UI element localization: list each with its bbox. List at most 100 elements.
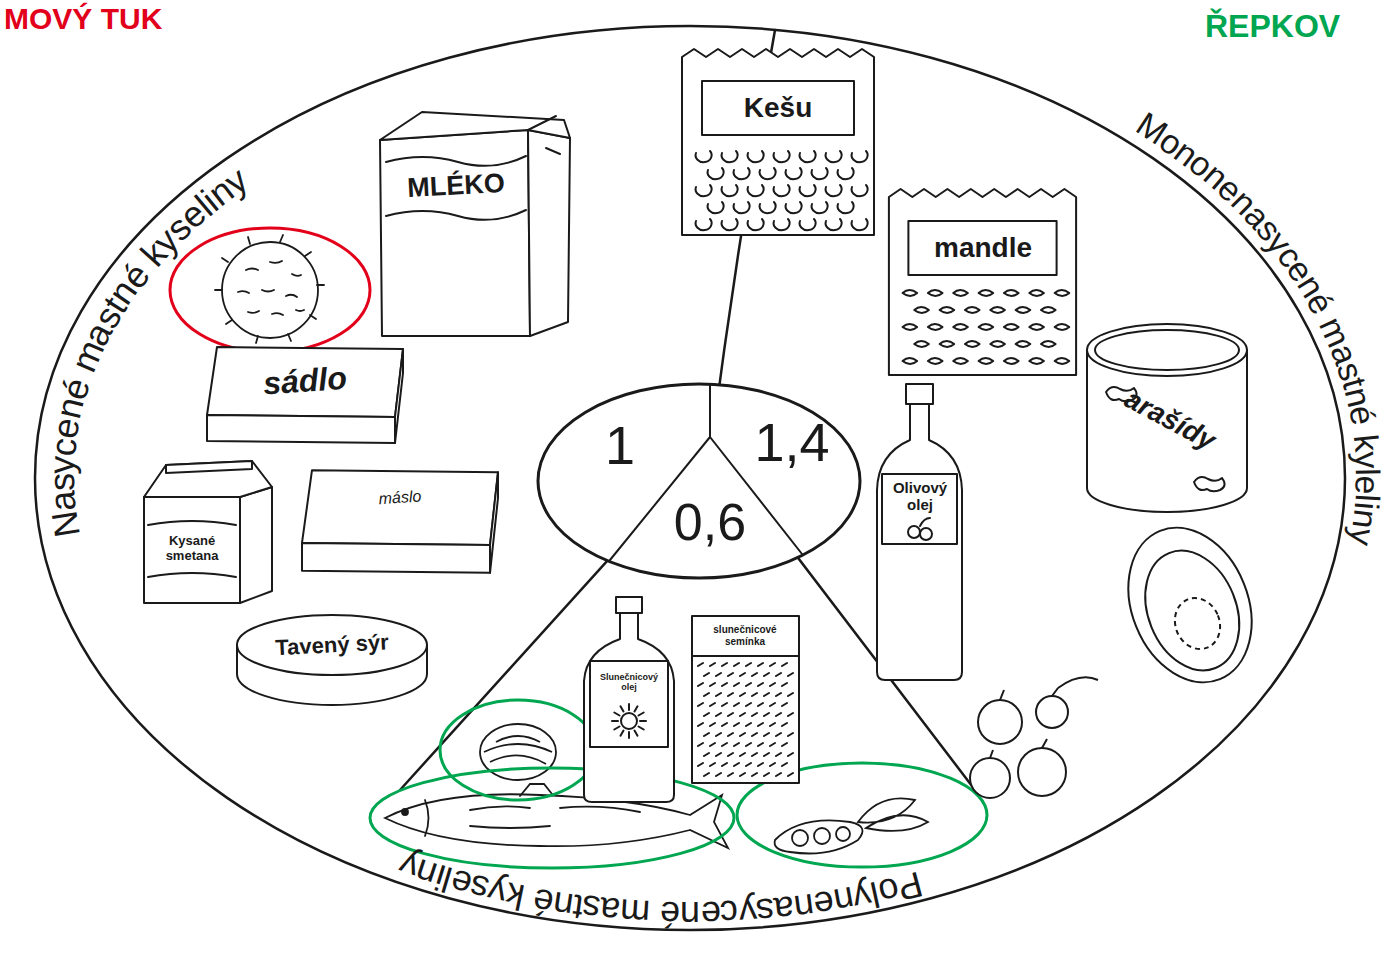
label-glyph: a <box>772 890 796 928</box>
package-label: Olivový olej <box>881 479 959 514</box>
cashew-bag-outline <box>678 45 878 240</box>
shape-line <box>908 221 1056 275</box>
shape-line <box>734 168 750 179</box>
soy-bean <box>814 828 830 844</box>
shape-line <box>692 655 799 657</box>
text-slot: 0,6 <box>674 496 746 548</box>
shape-line <box>953 324 968 330</box>
label-glyph: l <box>1351 468 1385 476</box>
shape-line <box>1055 358 1070 364</box>
almond-bag: mandle <box>885 185 1080 380</box>
shape-line <box>612 704 646 738</box>
olive-oil-bottle-drawing <box>877 384 962 680</box>
avocado-pit <box>1167 591 1227 656</box>
shape-line <box>748 185 764 196</box>
shape-line <box>584 613 674 802</box>
sunflower-oil-bottle-drawing <box>584 597 674 802</box>
butter-pack-outline <box>300 468 500 575</box>
shape-line <box>906 384 933 404</box>
shape-line <box>1029 358 1044 364</box>
shape-line <box>812 168 828 179</box>
shape-line <box>800 185 816 196</box>
shape-line <box>144 497 240 603</box>
package-label: Kysané smetana <box>148 534 236 564</box>
shape-line <box>1029 290 1044 296</box>
highlight-ring <box>170 228 370 352</box>
shape-line <box>302 543 490 573</box>
text-slot: Slunečnicový olej <box>592 672 666 694</box>
text-slot: sádlo <box>262 360 348 403</box>
shape-line <box>903 358 918 364</box>
sour-cream-carton-outline <box>140 455 275 605</box>
fish-body <box>385 794 728 848</box>
shape-line <box>696 151 712 162</box>
package-label: slunečnicové semínka <box>694 624 796 647</box>
label-glyph: a <box>44 490 81 513</box>
shape-line <box>237 615 427 675</box>
shape-line <box>240 487 272 603</box>
label-glyph: m <box>619 893 651 931</box>
shape-dot <box>908 526 920 538</box>
shape-line <box>1016 307 1031 313</box>
text-slot: Olivový olej <box>881 479 959 514</box>
fish-eye <box>402 809 408 815</box>
seed-packet: slunečnicové semínka <box>688 612 803 787</box>
shape-line <box>928 324 943 330</box>
shape-line <box>692 616 799 783</box>
soybean-drawing <box>775 798 928 853</box>
shape-line <box>812 202 828 213</box>
shape-line <box>979 324 994 330</box>
label-glyph: s <box>44 473 80 492</box>
shape-line <box>528 116 560 154</box>
soy-bean <box>836 827 850 841</box>
shape-line <box>760 168 776 179</box>
label-glyph: N <box>46 508 86 539</box>
label-glyph: a <box>599 892 622 930</box>
shape-line <box>979 358 994 364</box>
shape-line <box>380 130 530 336</box>
shape-line <box>207 415 395 443</box>
shape-line <box>852 185 868 196</box>
shape-line <box>889 189 1076 375</box>
shape-line <box>148 573 236 577</box>
shape-line <box>1095 330 1239 370</box>
peanut-can: arašídy <box>1082 320 1252 515</box>
shape-line <box>903 290 918 296</box>
shape-line <box>852 151 868 162</box>
shape-line <box>395 349 403 443</box>
shape-line <box>940 341 955 347</box>
shape-line <box>148 521 236 525</box>
text-slot: 1 <box>605 418 635 472</box>
shape-line <box>1087 324 1247 376</box>
soy-bean <box>792 830 808 846</box>
label-glyph: s <box>755 892 776 929</box>
shape-line <box>1055 324 1070 330</box>
shape-line <box>1041 307 1056 313</box>
sector-title: Mononenasycené mastné kyleliny <box>1118 94 1393 571</box>
coconut-fibre <box>238 261 304 315</box>
sour-cream-carton: Kysané smetana <box>140 455 275 605</box>
avocado-drawing <box>1106 509 1273 701</box>
shape-line <box>786 168 802 179</box>
shape-dot <box>621 713 637 729</box>
plate-outline <box>35 26 1345 930</box>
shape-line <box>852 219 868 230</box>
shape-line <box>990 341 1005 347</box>
shape-line <box>774 219 790 230</box>
shape-line <box>1016 341 1031 347</box>
shape-line <box>610 384 802 560</box>
fruit <box>978 700 1022 744</box>
butter-pack-drawing <box>302 470 498 573</box>
shape-line <box>914 307 929 313</box>
shape-line <box>953 358 968 364</box>
highlight-caption: MOVÝ TUK <box>4 4 162 34</box>
butter-pack: máslo <box>300 468 500 575</box>
shape-line <box>722 185 738 196</box>
shape-line <box>1004 358 1019 364</box>
shape-line <box>838 168 854 179</box>
shape-line <box>965 307 980 313</box>
shape-line <box>490 472 498 573</box>
shape-line <box>722 151 738 162</box>
label-glyph: n <box>680 896 700 932</box>
soy-leaf <box>858 798 928 831</box>
